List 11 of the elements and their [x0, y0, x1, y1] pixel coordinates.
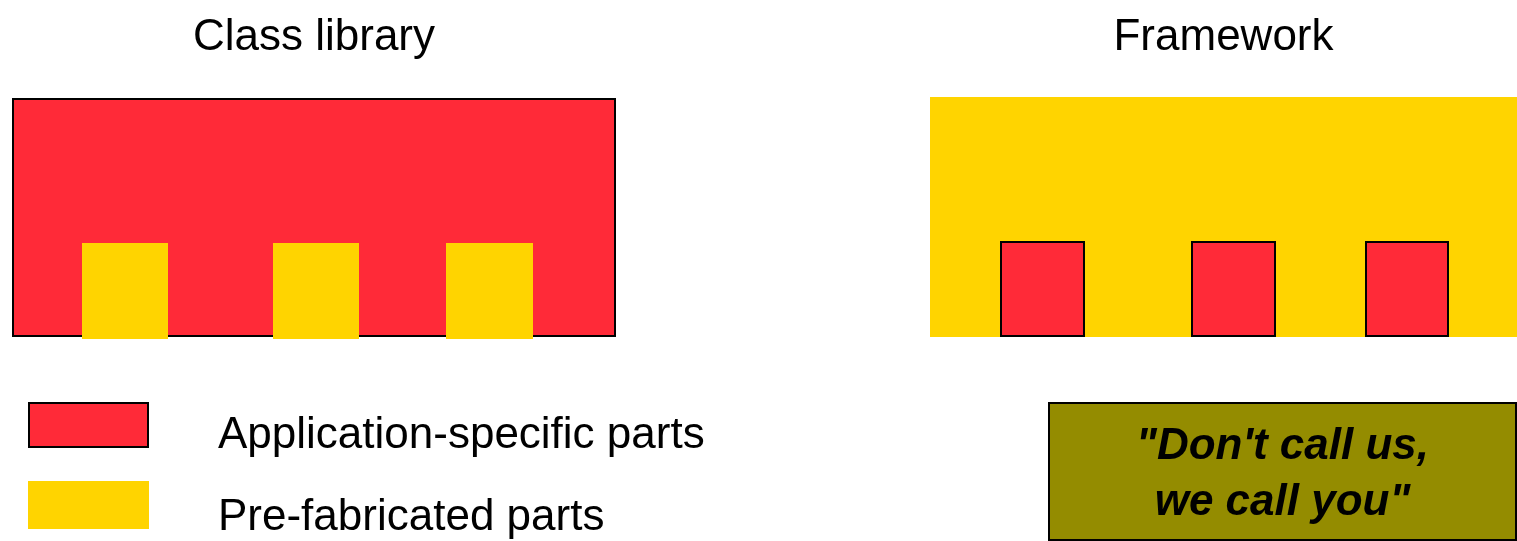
quote-box: "Don't call us, we call you" — [1048, 402, 1517, 541]
panel-heading: Framework — [1112, 9, 1335, 61]
application-part-block — [1000, 241, 1085, 337]
legend-text: Application-specific parts — [218, 408, 705, 458]
prefabricated-part-block — [273, 243, 359, 339]
application-part-block — [1191, 241, 1276, 337]
legend-text: Pre-fabricated parts — [218, 490, 605, 540]
prefabricated-part-block — [82, 243, 168, 339]
panel-heading: Class library — [191, 9, 436, 61]
prefabricated-part-block — [446, 243, 533, 339]
application-part-block — [1365, 241, 1449, 337]
